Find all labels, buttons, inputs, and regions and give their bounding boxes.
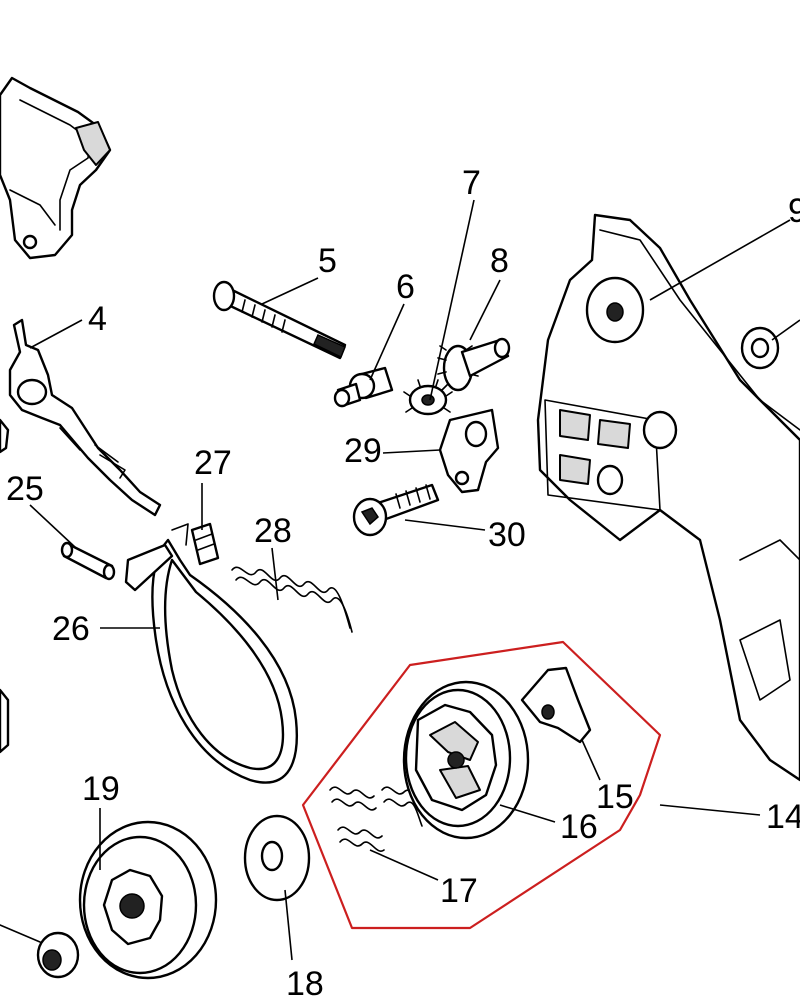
leader-lines <box>29 199 800 961</box>
clutch-assembly-part <box>329 666 592 852</box>
sleeve-nut-part <box>333 366 394 408</box>
callout-15: 15 <box>596 778 634 816</box>
clip-part <box>190 522 220 566</box>
callout-7: 7 <box>462 164 481 202</box>
callout-17: 17 <box>440 872 478 910</box>
callout-28: 28 <box>254 512 292 550</box>
callout-18: 18 <box>286 965 324 1000</box>
callout-16: 16 <box>560 808 598 846</box>
callout-19: 19 <box>82 770 120 808</box>
callout-labels: 4 5 6 7 8 9 14 15 16 17 18 19 25 26 27 2… <box>6 164 800 1000</box>
rim-sprocket-part <box>78 820 218 980</box>
cap-screw-part <box>352 483 440 537</box>
callout-5: 5 <box>318 242 337 280</box>
callout-26: 26 <box>52 610 90 648</box>
needle-bearing-part <box>0 924 80 979</box>
callout-14: 14 <box>766 798 800 836</box>
pin-part <box>60 541 116 581</box>
callout-8: 8 <box>490 242 509 280</box>
brake-band-part <box>124 523 298 784</box>
guide-bolt-part <box>212 280 347 360</box>
mounting-bracket-part <box>438 408 500 494</box>
callout-29: 29 <box>344 432 382 470</box>
callout-27: 27 <box>194 444 232 482</box>
callout-9: 9 <box>788 192 800 230</box>
edge-fragment-part <box>0 418 10 754</box>
clutch-group-outline <box>301 640 662 930</box>
brake-spring-part <box>231 566 353 633</box>
washer-part <box>243 814 311 902</box>
sprocket-cover-part <box>0 76 112 260</box>
brake-lever-part <box>8 318 162 517</box>
worm-gear-part <box>403 379 453 416</box>
drive-gear-part <box>437 337 511 392</box>
callout-6: 6 <box>396 268 415 306</box>
callout-4: 4 <box>88 300 107 338</box>
hex-nut-part <box>740 326 780 370</box>
crankcase-part <box>536 213 800 782</box>
callout-30: 30 <box>488 516 526 554</box>
callout-25: 25 <box>6 470 44 508</box>
